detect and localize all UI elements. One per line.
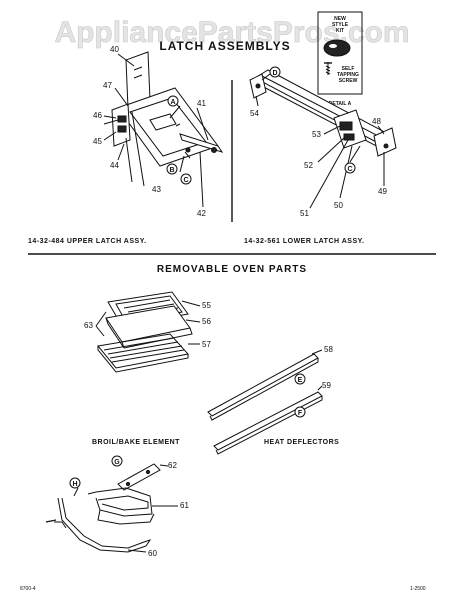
part-number-47: 47 (103, 81, 112, 90)
watermark-text: AppliancePartsPros.com (54, 16, 409, 49)
part-number-60: 60 (148, 549, 157, 558)
part-number-55: 55 (202, 301, 211, 310)
kit-part-icon (323, 39, 351, 57)
callout-g (111, 455, 123, 467)
broil-bake-element-caption: BROIL/BAKE ELEMENT (92, 439, 180, 446)
screw-label-line2: TAPPING (337, 72, 359, 78)
broil-bake-element (45, 463, 178, 553)
oven-section-title: REMOVABLE OVEN PARTS (157, 264, 307, 275)
part-number-62: 62 (168, 461, 177, 470)
part-number-58: 58 (324, 345, 333, 354)
part-number-53: 53 (312, 130, 321, 139)
part-number-41: 41 (197, 99, 206, 108)
part-number-61: 61 (180, 501, 189, 510)
callout-c-upper (180, 173, 192, 185)
kit-label-line1: NEW (334, 16, 346, 22)
callout-b (166, 163, 178, 175)
heat-deflectors-caption: HEAT DEFLECTORS (264, 439, 339, 446)
upper-latch-caption: 14-32-484 UPPER LATCH ASSY. (28, 238, 147, 245)
callout-f (294, 406, 306, 418)
callout-a (167, 95, 179, 107)
callout-g-label: G (114, 459, 120, 466)
callout-c-upper-label: C (183, 177, 188, 184)
callout-h (69, 477, 81, 489)
callout-d-label: D (272, 70, 277, 77)
part-number-45: 45 (93, 137, 102, 146)
screw-label-line3: SCREW (339, 78, 358, 84)
kit-label-line3: KIT (336, 28, 344, 34)
callout-d (269, 66, 281, 78)
latch-section-title: LATCH ASSEMBLYS (159, 39, 290, 53)
callout-e-label: E (298, 377, 303, 384)
footer-left-code: 8700-4 (20, 586, 36, 592)
part-number-52: 52 (304, 161, 313, 170)
callout-c-lower-label: C (347, 166, 352, 173)
broiler-pan-and-rack (95, 291, 201, 373)
callout-b-label: B (169, 167, 174, 174)
part-number-48: 48 (372, 117, 381, 126)
callout-h-label: H (72, 481, 77, 488)
new-style-kit-box: NEW STYLE KIT SELF TAPPING SCREW (317, 11, 363, 95)
heat-deflectors (207, 349, 323, 455)
lower-latch-drawing (249, 69, 397, 209)
callout-f-label: F (298, 410, 303, 417)
part-number-63: 63 (84, 321, 93, 330)
part-number-59: 59 (322, 381, 331, 390)
callout-c-lower (344, 162, 356, 174)
part-number-56: 56 (202, 317, 211, 326)
part-number-54: 54 (250, 109, 259, 118)
part-number-46: 46 (93, 111, 102, 120)
footer-right-code: 1-2500 (410, 586, 426, 592)
kit-label-line2: STYLE (332, 22, 349, 28)
part-number-40: 40 (110, 45, 119, 54)
part-number-42: 42 (197, 209, 206, 218)
detail-a-label: DETAIL A (329, 101, 352, 107)
screw-label-line1: SELF (342, 66, 355, 72)
callout-a-label: A (170, 99, 175, 106)
callout-e (294, 373, 306, 385)
part-number-43: 43 (152, 185, 161, 194)
lower-latch-caption: 14-32-561 LOWER LATCH ASSY. (244, 238, 364, 245)
part-number-49: 49 (378, 187, 387, 196)
part-number-44: 44 (110, 161, 119, 170)
part-number-51: 51 (300, 209, 309, 218)
upper-latch-drawing (103, 51, 224, 208)
part-number-57: 57 (202, 340, 211, 349)
part-number-50: 50 (334, 201, 343, 210)
